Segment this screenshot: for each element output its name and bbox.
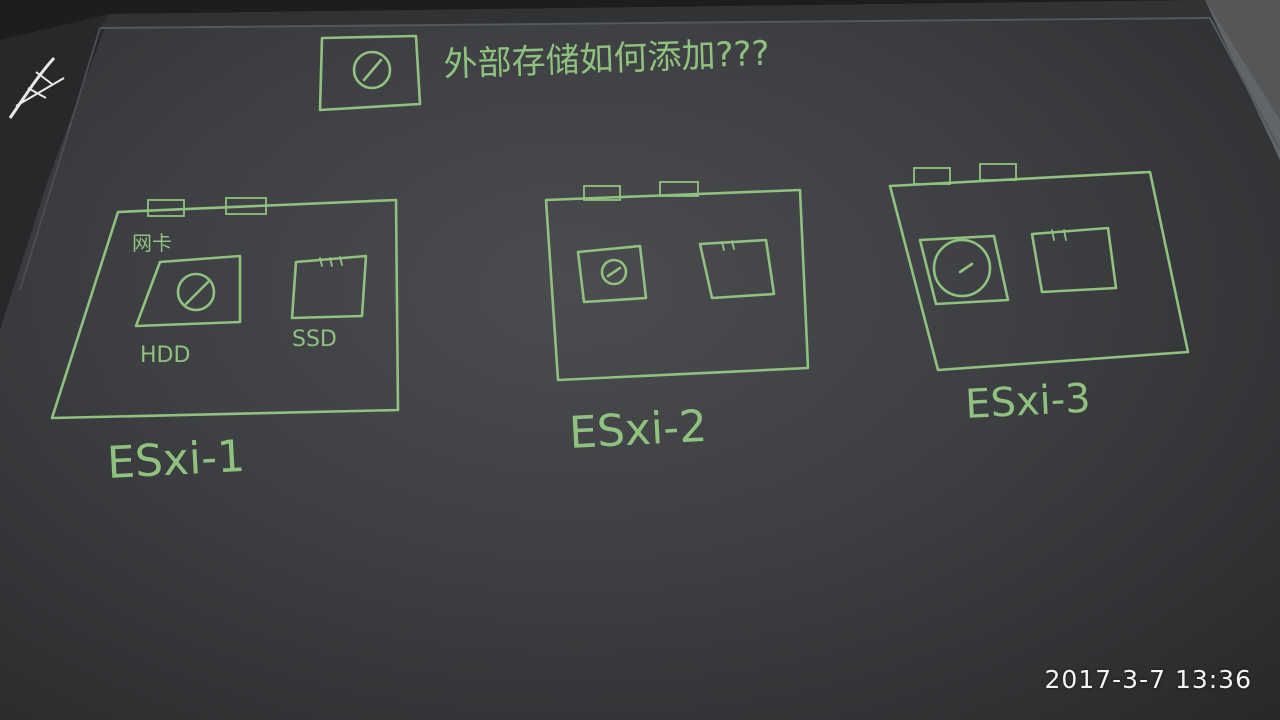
disk-icon: [352, 50, 392, 90]
host-esxi-1: 网卡 HDD SSD ESxi-1: [50, 197, 400, 489]
hdd-box: [576, 244, 648, 304]
ssd-icon: [698, 238, 776, 300]
host-label: ESxi-1: [106, 431, 246, 489]
host-label: ESxi-3: [964, 375, 1092, 427]
host-esxi-2: ESxi-2: [544, 181, 810, 459]
nic-port-icon: [979, 163, 1017, 181]
hdd-label: HDD: [140, 343, 190, 368]
brand-logo-icon: [8, 56, 65, 119]
ssd-label: SSD: [292, 327, 337, 352]
host-esxi-3: ESxi-3: [888, 163, 1190, 428]
question-text: 外部存储如何添加???: [443, 34, 770, 85]
disk-icon: [600, 258, 628, 286]
host-label: ESxi-2: [568, 401, 708, 459]
hdd-box: [134, 254, 242, 328]
hdd-box: [918, 234, 1010, 306]
ssd-icon: [290, 254, 368, 320]
nic-port-icon: [913, 167, 951, 185]
nic-port-icon: [659, 181, 699, 197]
nic-port-icon: [583, 185, 621, 201]
nic-label: 网卡: [132, 231, 172, 255]
nic-port-icon: [225, 197, 267, 215]
photo-timestamp: 2017-3-7 13:36: [1044, 665, 1252, 694]
ssd-icon: [1030, 226, 1118, 294]
disk-icon: [932, 238, 992, 298]
nic-port-icon: [147, 199, 185, 217]
external-storage-sketch: 外部存储如何添加???: [318, 34, 770, 112]
disk-icon: [176, 272, 216, 312]
